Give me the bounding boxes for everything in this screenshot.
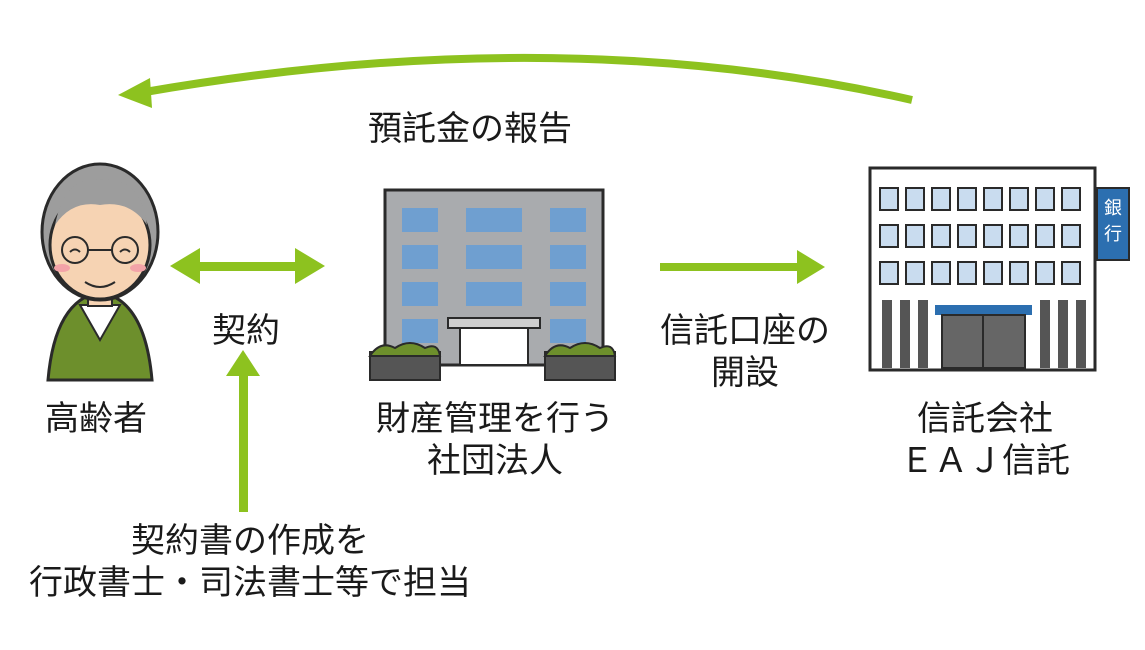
account-label-line1: 信託口座の: [660, 311, 830, 351]
corporation-label: 財産管理を行う 社団法人: [370, 398, 620, 482]
elderly-person-icon: [40, 162, 160, 382]
report-arrow-head: [118, 78, 152, 108]
trust-company-label-line2: ＥＡＪ信託: [900, 441, 1070, 481]
scrivener-arrow: [226, 350, 260, 512]
corporation-label-line1: 財産管理を行う: [376, 399, 614, 439]
account-label: 信託口座の 開設: [645, 310, 845, 394]
bank-building-icon: [868, 166, 1130, 372]
scrivener-label-line2: 行政書士・司法書士等で担当: [29, 563, 471, 603]
report-arrow: [144, 53, 913, 104]
contract-double-arrow: [170, 248, 325, 284]
trust-company-label-line1: 信託会社: [917, 399, 1053, 439]
scrivener-label: 契約書の作成を 行政書士・司法書士等で担当: [10, 520, 490, 604]
report-label: 預託金の報告: [368, 109, 572, 149]
scrivener-label-line1: 契約書の作成を: [131, 521, 369, 561]
account-label-line2: 開設: [711, 353, 779, 393]
account-arrow: [660, 250, 825, 284]
contract-label: 契約: [212, 311, 280, 351]
corporation-label-line2: 社団法人: [427, 441, 563, 481]
trust-company-label: 信託会社 ＥＡＪ信託: [880, 398, 1090, 482]
elderly-label: 高齢者: [45, 399, 147, 439]
bank-sign-label: 銀行: [1104, 198, 1122, 245]
corporation-building-icon: [368, 188, 617, 381]
